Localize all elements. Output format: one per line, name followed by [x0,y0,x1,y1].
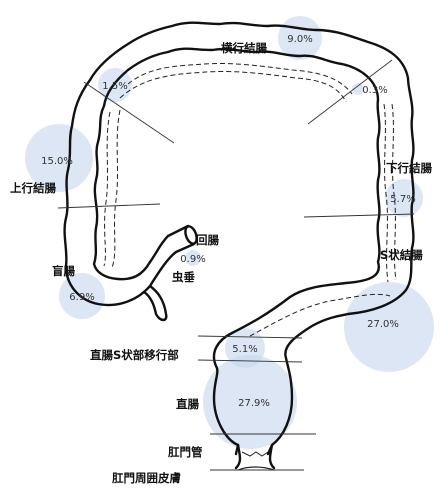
pct-rectosigmoid: 5.1% [232,344,257,355]
bubble-splenic-flexure [352,83,364,95]
pct-rectum: 27.9% [238,398,270,409]
label-descending: 下行結腸 [386,161,432,175]
pct-cecum: 6.9% [69,292,94,303]
pct-ascending: 15.0% [41,156,73,167]
pct-sigmoid: 27.0% [367,319,399,330]
bubble-ascending [25,124,93,192]
bubble-hepatic-flexure [98,68,132,102]
boundary-lines [57,59,415,471]
label-ileum: 回腸 [196,233,219,247]
colon-outline [63,21,415,471]
bubble-appendix [185,250,201,266]
pct-appendix: 0.9% [180,254,205,265]
label-anal-canal: 肛門管 [168,445,203,459]
pct-hepatic-flexure: 1.5% [102,81,127,92]
label-cecum: 盲腸 [52,264,75,278]
label-perianal-skin: 肛門周囲皮膚 [112,471,181,485]
bubble-sigmoid [344,282,434,372]
label-ascending: 上行結腸 [10,181,56,195]
bubble-rectum [203,355,297,449]
label-transverse: 横行結腸 [221,41,267,55]
label-appendix: 虫垂 [172,270,195,284]
pct-splenic-flexure: 0.3% [362,85,387,96]
pct-descending: 5.7% [390,194,415,205]
pct-transverse: 9.0% [287,34,312,45]
label-rectum: 直腸 [176,397,199,411]
label-sigmoid: S状結腸 [380,248,423,262]
label-rectosigmoid: 直腸S状部移行部 [90,348,179,362]
